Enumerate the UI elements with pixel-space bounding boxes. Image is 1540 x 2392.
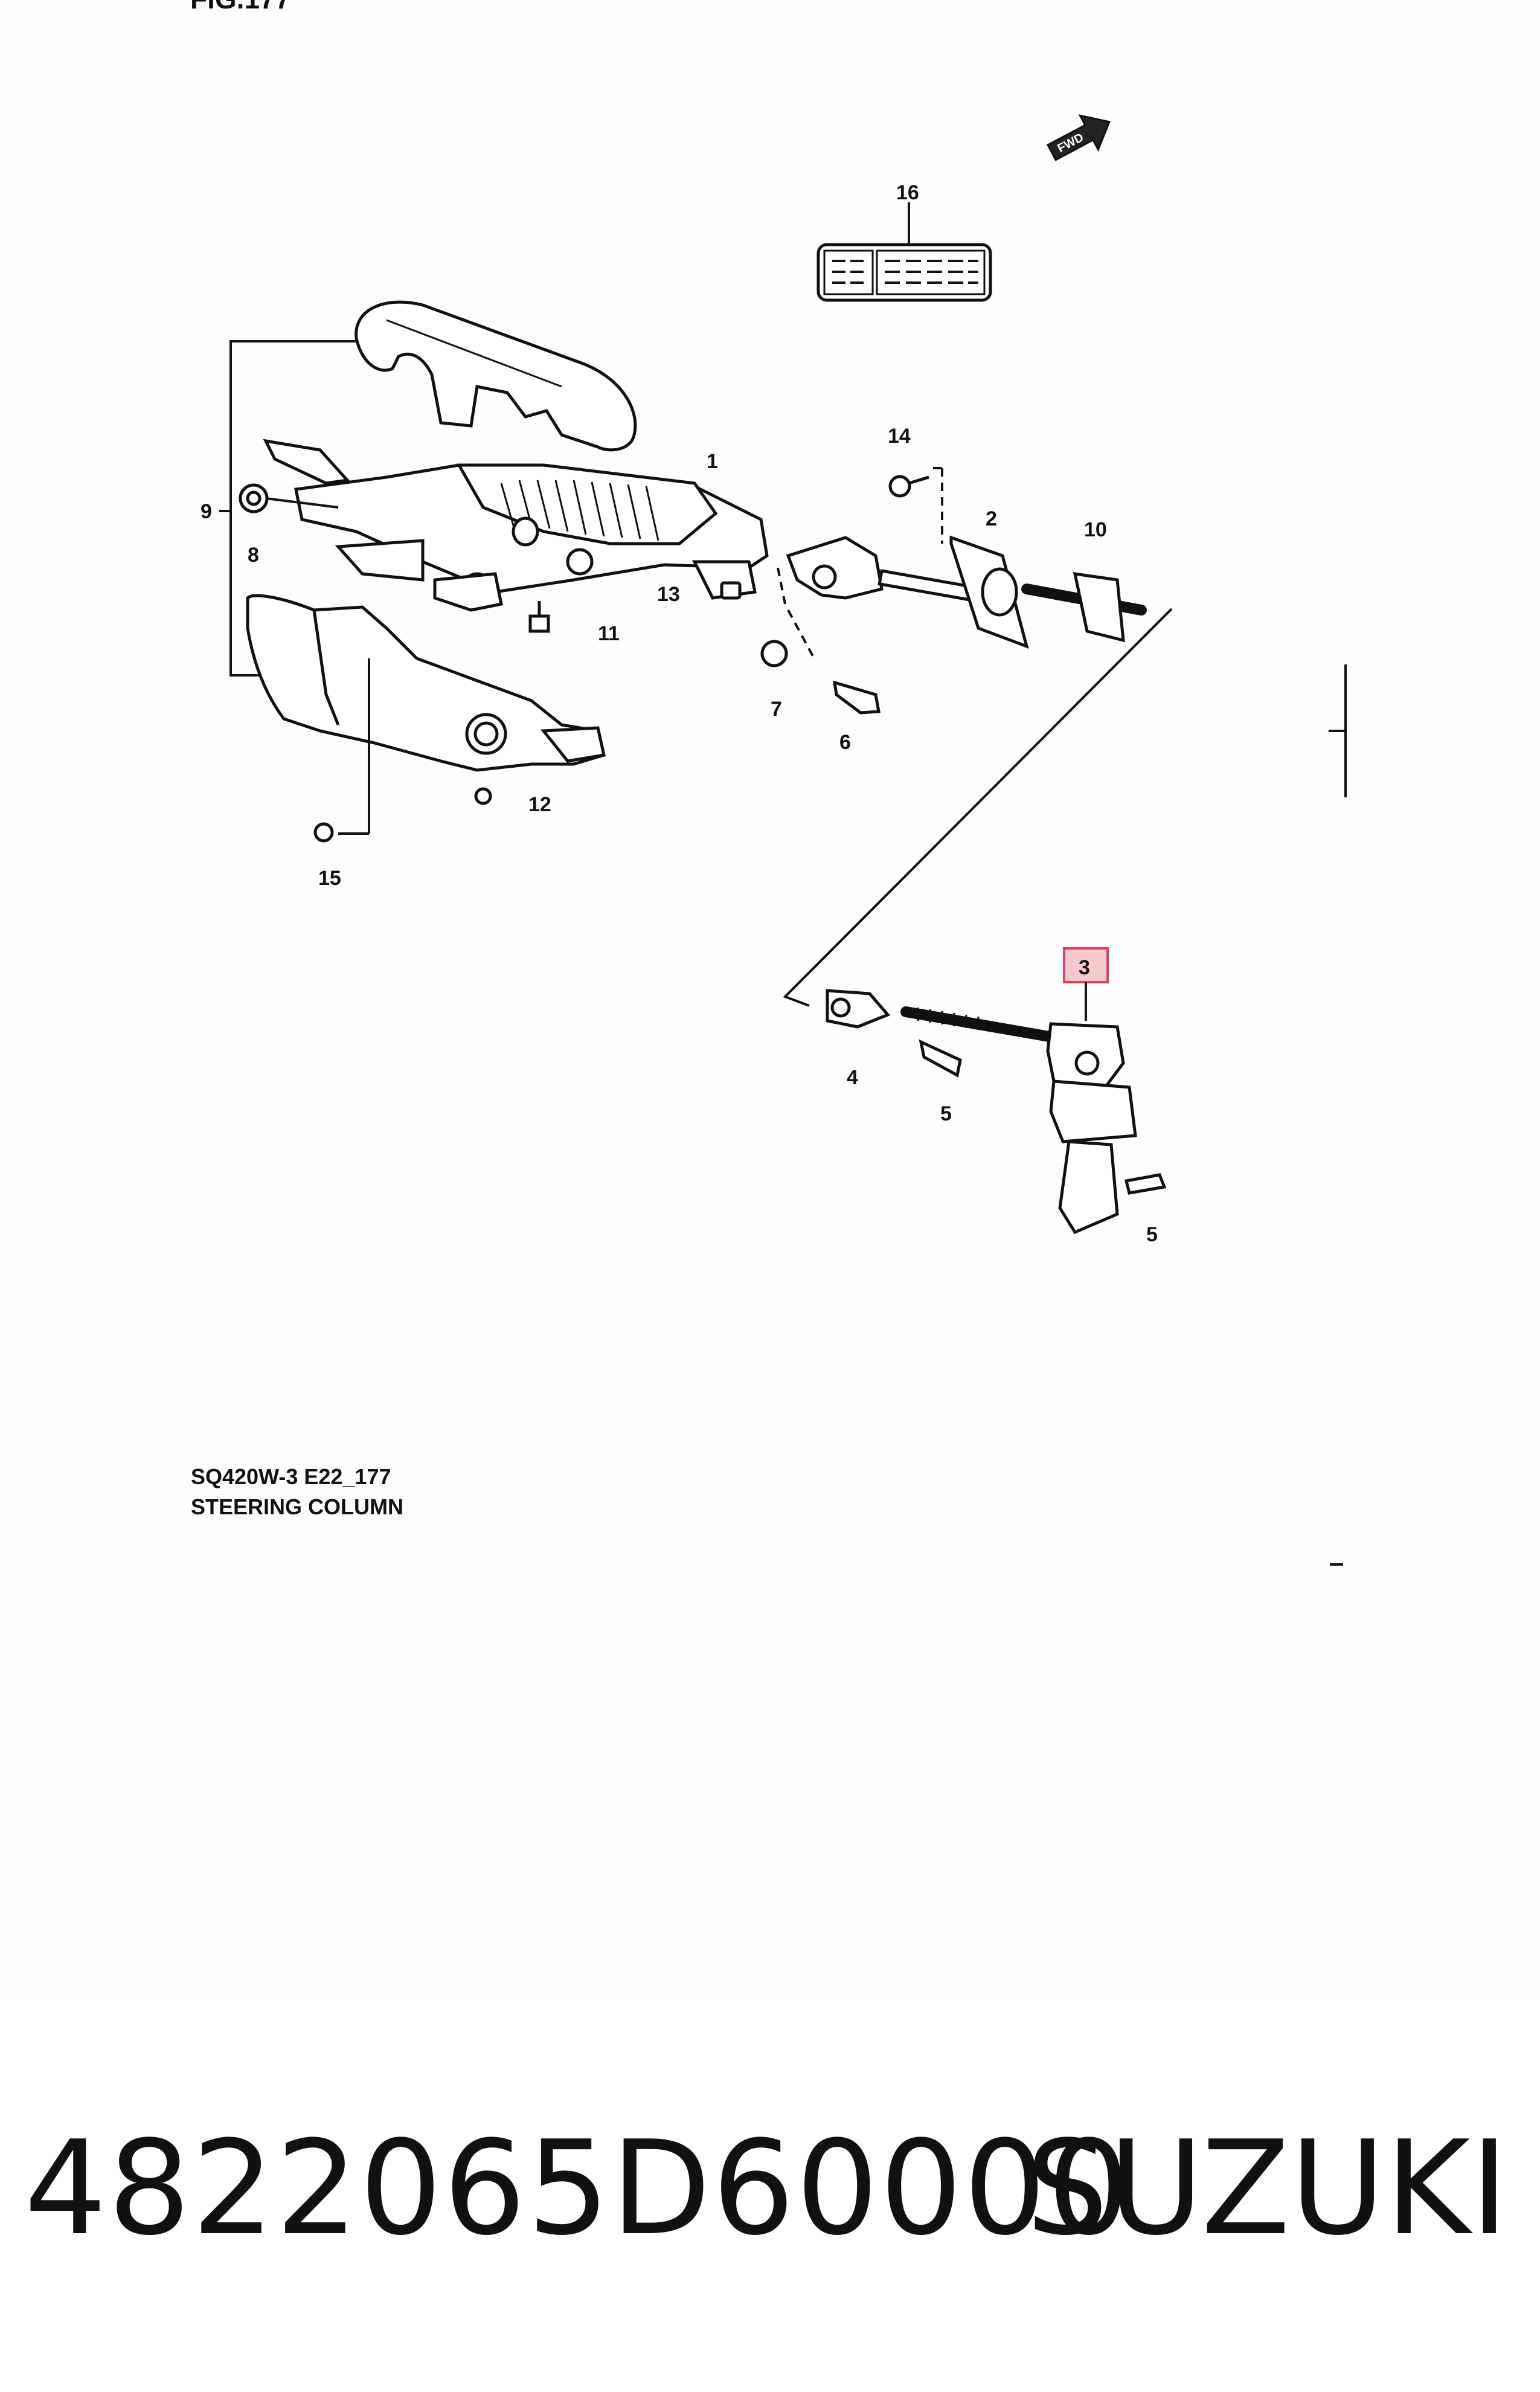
callout-3: 3 — [1079, 956, 1090, 979]
callout-7: 7 — [771, 698, 782, 721]
upper-column-cover — [355, 300, 637, 452]
callout-8: 8 — [248, 544, 259, 567]
part-number: 4822065D60000 — [24, 2112, 1132, 2264]
callout-5b: 5 — [1146, 1223, 1158, 1246]
callout-5a: 5 — [940, 1102, 952, 1125]
leader-lines — [338, 467, 1173, 1007]
callout-15: 15 — [318, 867, 341, 890]
diagram-title: STEERING COLUMN — [191, 1494, 403, 1519]
lower-column-cover — [246, 594, 606, 772]
callout-1: 1 — [707, 450, 718, 473]
fwd-arrow-icon: FWD — [1046, 114, 1111, 161]
callout-6: 6 — [839, 731, 851, 754]
brand-name: SUZUKI — [1025, 2112, 1509, 2264]
callout-14: 14 — [888, 425, 911, 448]
callout-4: 4 — [847, 1066, 858, 1089]
callout-2: 2 — [986, 507, 997, 530]
callouts: 1 2 3 4 5 5 6 7 8 9 10 11 12 13 14 15 16 — [201, 181, 1158, 1246]
intermediate-shaft — [786, 535, 1147, 649]
callout-10: 10 — [1084, 518, 1107, 541]
callout-9: 9 — [201, 500, 212, 523]
callout-12: 12 — [528, 793, 551, 816]
parts-diagram: FIG.177 FWD — [190, 0, 1347, 1566]
margin-marks — [1329, 664, 1347, 1566]
diagram-panel: FIG.177 FWD — [190, 0, 1347, 1566]
universal-joint-shaft — [826, 989, 1167, 1235]
part-16-label-plate — [817, 202, 992, 302]
small-parts — [246, 475, 929, 843]
figure-label: FIG.177 — [190, 0, 290, 14]
diagram-code: SQ420W-3 E22_177 — [191, 1464, 391, 1489]
callout-11: 11 — [598, 622, 620, 645]
callout-16: 16 — [896, 181, 919, 204]
callout-13: 13 — [657, 583, 680, 606]
column-assembly — [239, 439, 769, 612]
footer-band — [0, 1993, 1540, 2392]
